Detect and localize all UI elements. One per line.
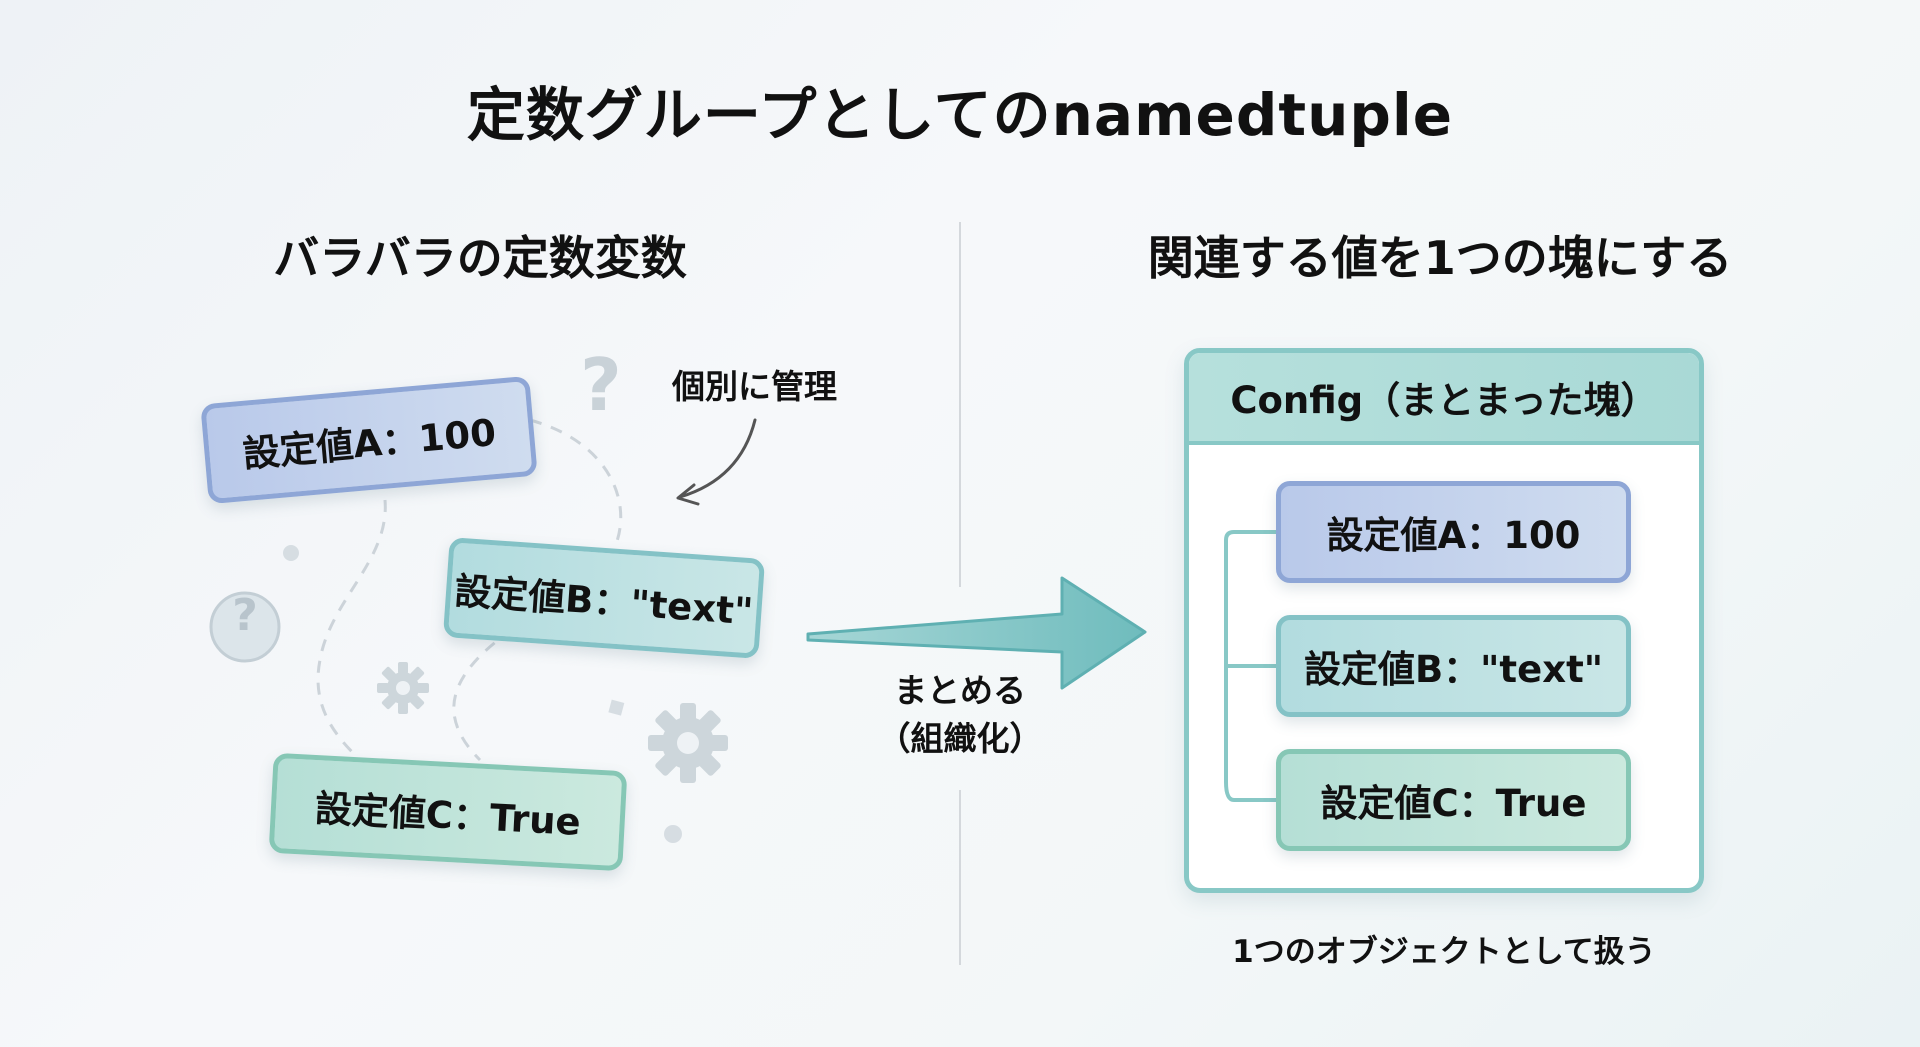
scattered-constant-c: 設定値C：True: [268, 752, 628, 872]
annotation-arrowhead: [676, 483, 700, 506]
decor-dot: [664, 825, 682, 843]
arrow-label-line1: まとめる: [894, 671, 1026, 710]
question-mark-floating: ?: [580, 343, 622, 427]
annotation-curved-arrow: [678, 418, 757, 499]
annotation-individually-managed: 個別に管理: [672, 367, 837, 406]
organize-arrow: [806, 576, 1147, 690]
gear-icon: [648, 703, 728, 783]
question-circle-icon: [209, 591, 281, 663]
left-section-title: バラバラの定数変数: [273, 231, 687, 285]
dashed-connector-curve: [316, 499, 387, 762]
arrow-label-line2: （組織化）: [877, 719, 1043, 758]
config-box-header: Config（まとまった塊）: [1189, 353, 1699, 445]
question-mark-in-circle: ?: [232, 590, 258, 641]
bracket-line: [1224, 530, 1278, 802]
decor-square: [608, 699, 625, 716]
grouping-bracket: [1224, 530, 1278, 802]
arrow-label: まとめる （組織化）: [860, 667, 1060, 763]
page-title: 定数グループとしてのnamedtuple: [466, 81, 1454, 149]
config-caption: 1つのオブジェクトとして扱う: [1232, 934, 1656, 970]
center-divider-top: [959, 222, 961, 587]
grouped-constant-c: 設定値C：True: [1276, 749, 1631, 851]
gear-icon: [377, 662, 429, 714]
grouped-constant-b: 設定値B："text": [1276, 615, 1631, 717]
arrow-shape: [806, 576, 1147, 690]
grouped-constant-a: 設定値A：100: [1276, 481, 1631, 583]
right-section-title: 関連する値を1つの塊にする: [1147, 231, 1733, 285]
decor-dot: [283, 545, 299, 561]
center-divider-bottom: [959, 790, 961, 965]
